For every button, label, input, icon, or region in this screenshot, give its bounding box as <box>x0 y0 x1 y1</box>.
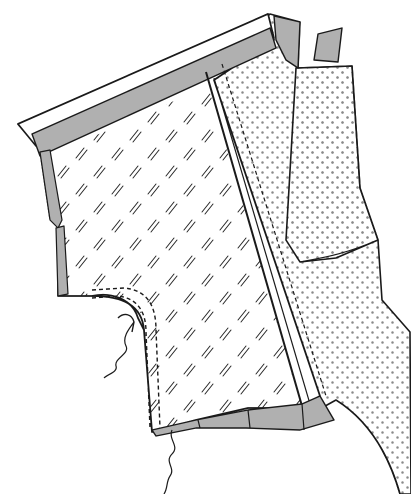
loose-thread-left <box>104 322 134 378</box>
loose-thread-bottom <box>164 430 175 494</box>
